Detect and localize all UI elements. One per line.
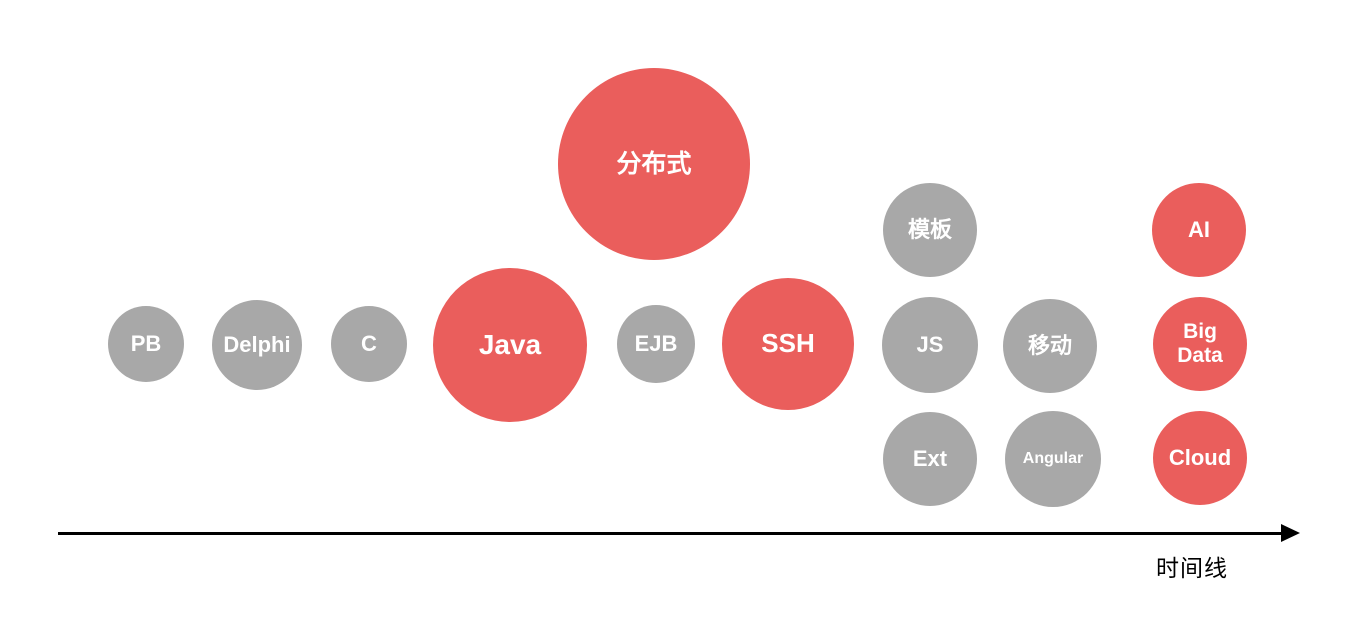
bubble-delphi: Delphi xyxy=(212,300,302,390)
bubble-java: Java xyxy=(433,268,587,422)
bubble-label: AI xyxy=(1188,216,1210,242)
bubble-label: Delphi xyxy=(223,331,291,357)
bubble-label: 分布式 xyxy=(616,150,692,178)
bubble-ai: AI xyxy=(1152,183,1246,277)
bubble-label: 移动 xyxy=(1027,332,1072,358)
bubble-label: EJB xyxy=(634,330,678,356)
timeline-arrowhead-icon xyxy=(1281,524,1300,542)
bubble-cloud: Cloud xyxy=(1153,411,1247,505)
bubble-big-data: Big Data xyxy=(1153,297,1247,391)
bubble-label: Big Data xyxy=(1177,320,1223,367)
bubble-label: Angular xyxy=(1022,450,1084,468)
bubble-label: Cloud xyxy=(1168,444,1232,470)
bubble-label: PB xyxy=(130,330,162,356)
bubble-label: Java xyxy=(478,329,542,361)
bubble-mobile: 移动 xyxy=(1003,299,1097,393)
bubble-label: C xyxy=(361,330,377,356)
bubble-label: 模板 xyxy=(907,216,952,242)
bubble-template: 模板 xyxy=(883,183,977,277)
bubble-pb: PB xyxy=(108,306,184,382)
bubble-ejb: EJB xyxy=(617,305,695,383)
bubble-angular: Angular xyxy=(1005,411,1101,507)
bubble-label: JS xyxy=(916,331,944,357)
bubble-c: C xyxy=(331,306,407,382)
bubble-ssh: SSH xyxy=(722,278,854,410)
timeline-axis-label: 时间线 xyxy=(1156,555,1228,581)
bubble-distributed: 分布式 xyxy=(558,68,750,260)
bubble-label: Ext xyxy=(912,445,948,471)
bubble-label: SSH xyxy=(761,328,815,359)
bubble-ext: Ext xyxy=(883,412,977,506)
bubble-js: JS xyxy=(882,297,978,393)
timeline-axis-line xyxy=(58,532,1285,535)
